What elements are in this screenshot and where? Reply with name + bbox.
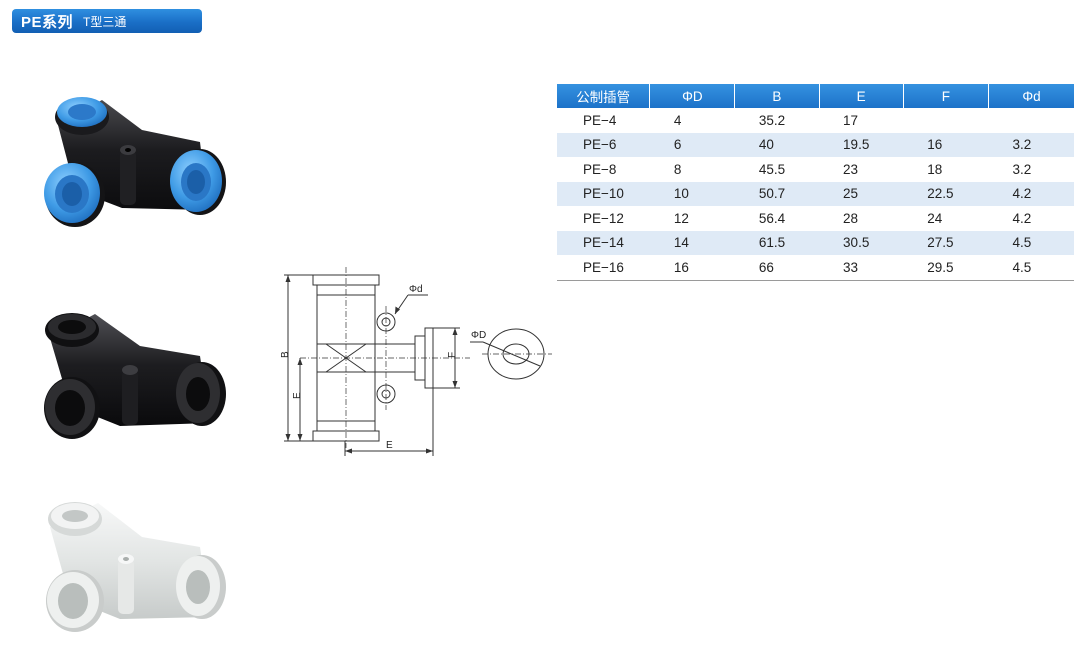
col-header-B: B bbox=[734, 84, 820, 108]
cell-F bbox=[903, 108, 988, 133]
cell-B: 56.4 bbox=[758, 210, 786, 226]
label-B: B bbox=[280, 351, 291, 358]
cell-B: 40 bbox=[734, 132, 820, 157]
cell-E: 25 bbox=[819, 181, 904, 206]
series-subtitle: T型三通 bbox=[83, 14, 127, 29]
table-row: PE−10 10 50.7 25 22.5 4.2 bbox=[557, 181, 1074, 206]
cell-model: PE−10 bbox=[557, 181, 650, 206]
col-header-F: F bbox=[902, 84, 989, 108]
cell-E: 33 bbox=[819, 255, 904, 281]
cell-model: PE−14 bbox=[557, 230, 650, 255]
label-E-vertical: E bbox=[292, 392, 303, 399]
product-photo-white bbox=[46, 502, 226, 632]
cell-phi-d: 4.5 bbox=[988, 230, 1074, 255]
col-header-metric-tube: 公制插管 bbox=[557, 84, 650, 108]
col-header-phi-D: ΦD bbox=[649, 84, 735, 108]
table-row: PE−4 4 35.2 17 bbox=[557, 108, 1074, 133]
cell-phi-d bbox=[988, 108, 1074, 133]
cell-F: 18 bbox=[927, 161, 943, 177]
table-row: PE−6 6 40 19.5 16 3.2 bbox=[557, 132, 1074, 157]
product-photo-blue bbox=[44, 97, 226, 227]
cell-phi-D: 16 bbox=[649, 255, 735, 281]
cell-phi-d: 4.2 bbox=[988, 181, 1074, 206]
cell-B: 61.5 bbox=[734, 230, 820, 255]
cell-phi-d: 3.2 bbox=[988, 132, 1074, 157]
cell-phi-D: 14 bbox=[649, 230, 735, 255]
cell-model: PE−8 bbox=[583, 161, 617, 177]
cell-F: 16 bbox=[903, 132, 989, 157]
label-E-horizontal: E bbox=[386, 440, 393, 451]
series-title: PE系列 bbox=[21, 13, 74, 31]
cell-B: 35.2 bbox=[758, 112, 786, 128]
cell-E: 17 bbox=[843, 112, 859, 128]
cell-phi-D: 4 bbox=[673, 112, 682, 128]
label-phi-d: Φd bbox=[409, 284, 423, 295]
label-F: F bbox=[447, 352, 458, 358]
cell-E: 28 bbox=[843, 210, 859, 226]
dimension-drawing: Φd ΦD B E E F bbox=[280, 267, 552, 456]
table-row: PE−14 14 61.5 30.5 27.5 4.5 bbox=[557, 230, 1074, 255]
table-header-row: 公制插管 ΦD B E F Φd bbox=[557, 84, 1074, 108]
table-row: PE−8 8 45.5 23 18 3.2 bbox=[557, 157, 1074, 182]
series-title-bar: PE系列 T型三通 bbox=[12, 9, 202, 33]
label-phi-D: ΦD bbox=[471, 330, 486, 341]
cell-E: 23 bbox=[843, 161, 859, 177]
cell-model: PE−16 bbox=[557, 255, 650, 281]
cell-phi-D: 6 bbox=[649, 132, 735, 157]
cell-E: 19.5 bbox=[819, 132, 904, 157]
cell-F: 27.5 bbox=[903, 230, 989, 255]
cell-phi-D: 12 bbox=[673, 210, 689, 226]
cell-phi-d: 4.2 bbox=[1012, 210, 1032, 226]
cell-B: 45.5 bbox=[758, 161, 786, 177]
cell-E: 30.5 bbox=[819, 230, 904, 255]
cell-model: PE−4 bbox=[583, 112, 617, 128]
product-photo-black bbox=[44, 313, 226, 439]
table-row: PE−12 12 56.4 28 24 4.2 bbox=[557, 206, 1074, 231]
cell-phi-D: 8 bbox=[673, 161, 682, 177]
cell-phi-d: 4.5 bbox=[988, 255, 1074, 281]
cell-F: 24 bbox=[927, 210, 943, 226]
cell-phi-D: 10 bbox=[649, 181, 735, 206]
col-header-E: E bbox=[818, 84, 904, 108]
cell-model: PE−6 bbox=[557, 132, 650, 157]
cell-F: 22.5 bbox=[903, 181, 989, 206]
spec-table: 公制插管 ΦD B E F Φd PE−4 4 35.2 17 PE−6 6 4… bbox=[557, 84, 1074, 281]
cell-B: 50.7 bbox=[734, 181, 820, 206]
cell-model: PE−12 bbox=[583, 210, 624, 226]
cell-phi-d: 3.2 bbox=[1012, 161, 1032, 177]
cell-B: 66 bbox=[734, 255, 820, 281]
cell-F: 29.5 bbox=[903, 255, 989, 281]
table-row: PE−16 16 66 33 29.5 4.5 bbox=[557, 255, 1074, 281]
col-header-phi-d: Φd bbox=[987, 84, 1074, 108]
